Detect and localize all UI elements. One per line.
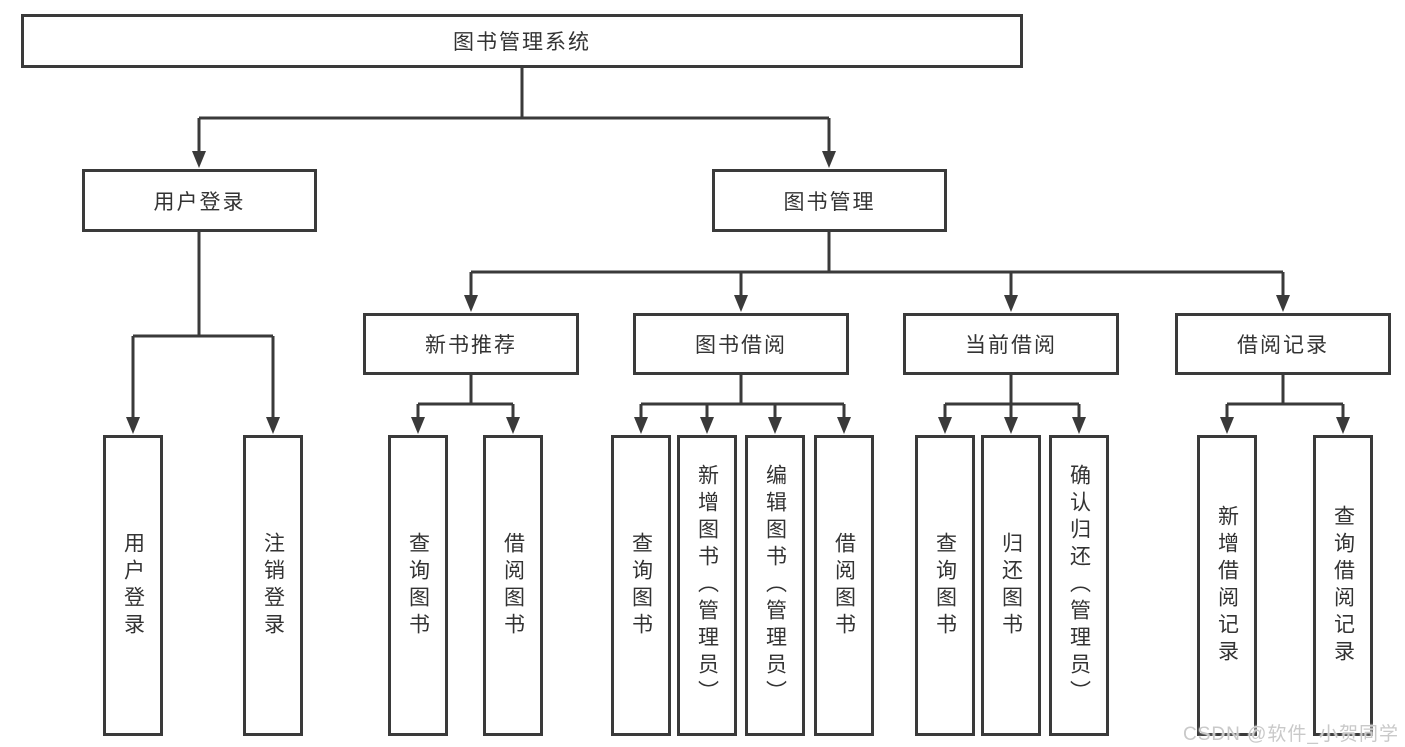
leaf-user-login: 用户登录 <box>103 435 163 736</box>
leaf-add-book-admin-label: 新增图书（管理员） <box>695 464 719 707</box>
leaf-borrow-books-recommend: 借阅图书 <box>483 435 543 736</box>
leaf-logout: 注销登录 <box>243 435 303 736</box>
node-new-book-recommend: 新书推荐 <box>363 313 579 375</box>
leaf-query-books-recommend: 查询图书 <box>388 435 448 736</box>
leaf-return-books-label: 归还图书 <box>999 531 1023 640</box>
leaf-confirm-return-admin-label: 确认归还（管理员） <box>1067 464 1091 707</box>
leaf-user-login-label: 用户登录 <box>121 531 145 640</box>
leaf-query-borrow-record-label: 查询借阅记录 <box>1331 504 1355 667</box>
leaf-confirm-return-admin: 确认归还（管理员） <box>1049 435 1109 736</box>
node-borrow-records-label: 借阅记录 <box>1237 334 1329 357</box>
leaf-add-borrow-record: 新增借阅记录 <box>1197 435 1257 736</box>
watermark: CSDN @软件_小贺同学 <box>1183 724 1399 745</box>
leaf-return-books: 归还图书 <box>981 435 1041 736</box>
node-book-borrow: 图书借阅 <box>633 313 849 375</box>
leaf-query-books-recommend-label: 查询图书 <box>406 531 430 640</box>
leaf-query-books-borrow: 查询图书 <box>611 435 671 736</box>
node-user-login: 用户登录 <box>82 169 317 232</box>
leaf-add-book-admin: 新增图书（管理员） <box>677 435 737 736</box>
node-current-borrow-label: 当前借阅 <box>965 334 1057 357</box>
leaf-logout-label: 注销登录 <box>261 531 285 640</box>
leaf-borrow-books-recommend-label: 借阅图书 <box>501 531 525 640</box>
node-new-book-recommend-label: 新书推荐 <box>425 334 517 357</box>
node-book-management: 图书管理 <box>712 169 947 232</box>
leaf-borrow-books: 借阅图书 <box>814 435 874 736</box>
leaf-query-books-current: 查询图书 <box>915 435 975 736</box>
leaf-add-borrow-record-label: 新增借阅记录 <box>1215 504 1239 667</box>
node-root-label: 图书管理系统 <box>453 31 591 54</box>
leaf-edit-book-admin: 编辑图书（管理员） <box>745 435 805 736</box>
node-book-borrow-label: 图书借阅 <box>695 334 787 357</box>
node-current-borrow: 当前借阅 <box>903 313 1119 375</box>
leaf-borrow-books-label: 借阅图书 <box>832 531 856 640</box>
node-root-system: 图书管理系统 <box>21 14 1023 68</box>
node-book-management-label: 图书管理 <box>783 190 876 214</box>
leaf-query-borrow-record: 查询借阅记录 <box>1313 435 1373 736</box>
leaf-query-books-current-label: 查询图书 <box>933 531 957 640</box>
leaf-query-books-borrow-label: 查询图书 <box>629 531 653 640</box>
node-user-login-label: 用户登录 <box>153 190 246 214</box>
node-borrow-records: 借阅记录 <box>1175 313 1391 375</box>
leaf-edit-book-admin-label: 编辑图书（管理员） <box>763 464 787 707</box>
